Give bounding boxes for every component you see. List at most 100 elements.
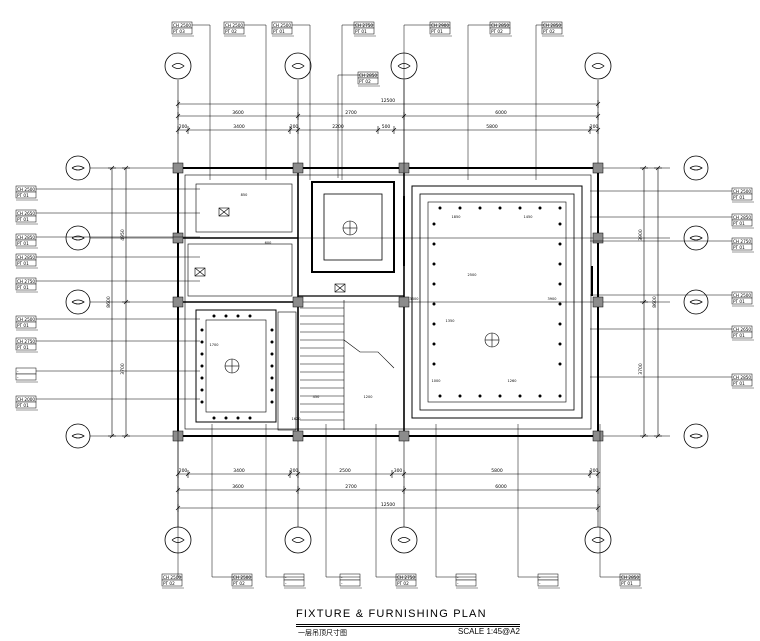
axis-bubble-right (683, 423, 709, 449)
downlight (558, 362, 562, 366)
tag-ch-text: CH 2850 (491, 23, 509, 28)
downlight (432, 322, 436, 326)
tag-ch-text: CH 2500 (225, 23, 243, 28)
downlight (200, 388, 204, 392)
tag-pt-box (537, 579, 559, 587)
downlight (558, 322, 562, 326)
downlight (432, 362, 436, 366)
room-dim-label: 1260 (508, 379, 517, 383)
room-dim-label: 1350 (446, 319, 455, 323)
tag-pt-box (731, 243, 753, 251)
tag-ch-text: CH 2500 (17, 187, 35, 192)
dim-label: 200 (179, 124, 188, 130)
tag-pt-box (731, 379, 753, 387)
ceiling-bay-living-mid (419, 193, 575, 411)
tag-pt-text: PT 01 (621, 581, 633, 586)
axis-bubble-top (584, 52, 612, 80)
tag-ch-text: CH 2900 (431, 23, 449, 28)
dim-label: 2500 (339, 468, 351, 474)
axis-bubble-glyph (591, 537, 605, 543)
tag-pt-text: PT 02 (233, 581, 245, 586)
ceiling-bay-living-inner (427, 201, 567, 403)
downlight (518, 206, 522, 210)
downlight (458, 394, 462, 398)
downlight (558, 206, 562, 210)
stair-arrow (343, 339, 395, 369)
column (292, 296, 304, 308)
light-fixtures (194, 206, 562, 420)
downlight (224, 314, 228, 318)
tag-pt-text: PT 01 (733, 221, 745, 226)
drawing-title: FIXTURE & FURNISHING PLAN (296, 608, 487, 620)
downlight (212, 314, 216, 318)
tag-pt-box (15, 321, 37, 329)
tag-pt-box (15, 373, 37, 381)
downlight (538, 206, 542, 210)
column (592, 162, 604, 174)
tag-pt-box (161, 579, 183, 587)
downlight (458, 206, 462, 210)
axis-bubble-left (65, 225, 91, 251)
dim-label: 3400 (233, 468, 245, 474)
downlight (270, 352, 274, 356)
downlight (270, 340, 274, 344)
dim-label: 2700 (345, 110, 357, 116)
downlight (438, 206, 442, 210)
tag-bottom: -- (325, 424, 362, 589)
downlight (212, 416, 216, 420)
staircase (300, 300, 395, 430)
tag-pt-box (731, 331, 753, 339)
ceiling-bay-lower-left (195, 309, 277, 423)
exhaust-fan-x (218, 207, 230, 217)
tag-pt-text: PT 02 (225, 29, 237, 34)
tag-leader (435, 424, 476, 578)
dim-label: 3900 (638, 229, 644, 241)
ceiling-bay-living (411, 185, 583, 419)
tag-pt-text: PT 01 (733, 333, 745, 338)
downlight (478, 394, 482, 398)
tag-pt-text: PT 01 (17, 217, 29, 222)
tag-pt-box (15, 283, 37, 291)
downlight (558, 342, 562, 346)
ceiling-bay-lower-left-inner (205, 319, 267, 413)
column (592, 232, 604, 244)
tag-leader (599, 424, 640, 578)
floor-plan-walls (177, 167, 599, 437)
tag-pt-text: - (341, 581, 343, 586)
axis-bubble-right (683, 225, 709, 251)
tag-leader (244, 24, 267, 180)
downlight (432, 262, 436, 266)
title-block: FIXTURE & FURNISHING PLAN 一层吊顶尺寸图 SCALE … (296, 608, 520, 638)
tag-pt-text: PT 01 (733, 245, 745, 250)
tag-ch-text: CH 2750 (17, 339, 35, 344)
tag-pt-text: PT 01 (273, 29, 285, 34)
dim-label: 200 (179, 468, 188, 474)
tag-pt-box (15, 215, 37, 223)
tag-pt-box (731, 219, 753, 227)
dim-label: 6000 (495, 110, 507, 116)
tag-ch-text: - (285, 575, 287, 580)
tag-pt-box (15, 239, 37, 247)
downlight (270, 388, 274, 392)
downlight (200, 328, 204, 332)
tag-ch-text: CH 2850 (543, 23, 561, 28)
tag-ch-text: CH 2500 (163, 575, 181, 580)
axis-bubble-glyph (689, 235, 703, 241)
tag-bottom: -- (435, 424, 478, 589)
tag-pt-box (15, 259, 37, 267)
tag-ch-text: CH 2750 (733, 239, 751, 244)
downlight (478, 206, 482, 210)
